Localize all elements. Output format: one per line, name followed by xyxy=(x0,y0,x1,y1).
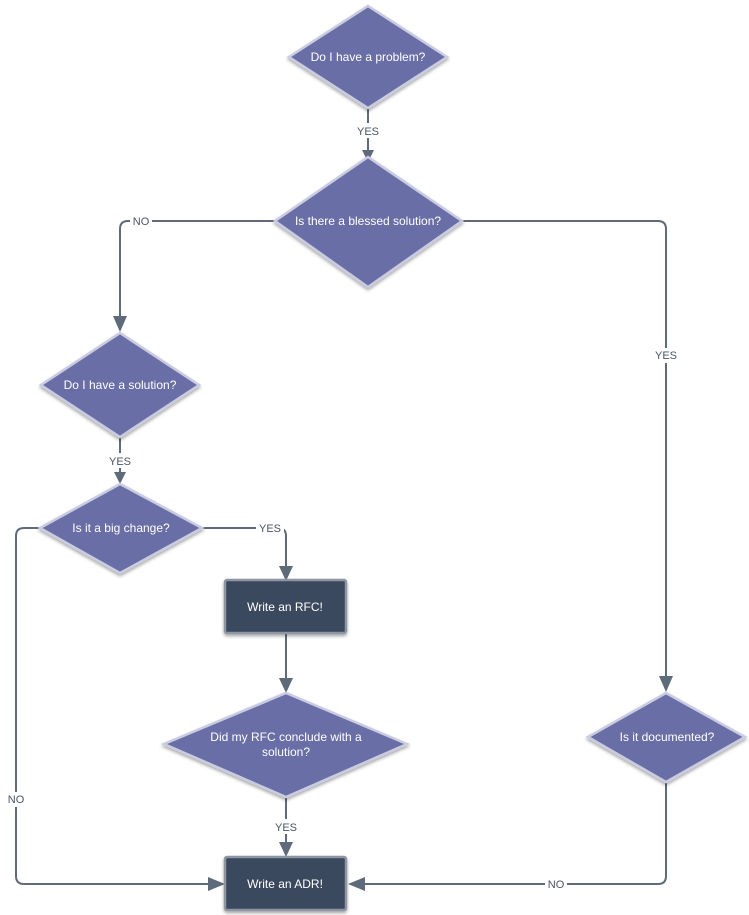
arrowhead xyxy=(348,877,365,891)
node-label-line-2: solution? xyxy=(262,745,310,759)
process-box-shape xyxy=(223,578,348,635)
node-label-line-1: Did my RFC conclude with a xyxy=(210,730,362,744)
nodes: Do I have a problem? Is there a blessed … xyxy=(37,4,748,912)
edge-labels: YES NO YES YES YES NO YES NO xyxy=(5,123,680,892)
process-node-write-rfc[interactable]: Write an RFC! xyxy=(223,578,348,635)
process-box-shape xyxy=(223,855,348,912)
decision-diamond-shape xyxy=(37,482,205,575)
decision-diamond-shape xyxy=(38,331,202,439)
edge-blessed-to-have-solution xyxy=(119,220,275,330)
node-label: Is there a blessed solution? xyxy=(295,214,441,228)
decision-diamond-shape xyxy=(585,691,748,784)
edge-label-blessed-no: NO xyxy=(133,216,150,228)
decision-node-big-change[interactable]: Is it a big change? xyxy=(37,482,205,575)
arrowhead xyxy=(659,676,673,692)
edge-big-change-to-rfc xyxy=(203,527,287,578)
node-label: Do I have a solution? xyxy=(64,378,177,392)
decision-node-problem[interactable]: Do I have a problem? xyxy=(286,4,450,110)
edge-label-blessed-yes: YES xyxy=(655,350,677,362)
process-node-write-adr[interactable]: Write an ADR! xyxy=(223,855,348,912)
node-label: Do I have a problem? xyxy=(311,50,426,64)
edge-documented-to-adr xyxy=(352,782,667,885)
arrowhead xyxy=(113,316,127,332)
edge-label-problem-yes: YES xyxy=(357,126,379,138)
decision-node-documented[interactable]: Is it documented? xyxy=(585,691,748,784)
node-label: Is it documented? xyxy=(620,730,715,744)
arrowhead xyxy=(114,472,126,484)
edges xyxy=(15,108,673,891)
edge-blessed-to-documented xyxy=(462,220,667,690)
node-label: Write an ADR! xyxy=(247,877,323,891)
edge-big-change-to-adr xyxy=(15,527,222,885)
edge-label-big-change-no: NO xyxy=(8,794,25,806)
decision-diamond-shape xyxy=(286,4,450,110)
arrowhead xyxy=(279,678,293,693)
node-label: Write an RFC! xyxy=(247,600,323,614)
decision-diamond-shape xyxy=(272,155,465,289)
arrowhead xyxy=(208,877,225,891)
decision-node-have-solution[interactable]: Do I have a solution? xyxy=(38,331,202,439)
arrowhead xyxy=(279,842,293,857)
edge-label-big-change-yes: YES xyxy=(259,523,281,535)
edge-label-documented-no: NO xyxy=(548,879,565,891)
arrowhead xyxy=(279,566,293,581)
edge-label-conclude-yes: YES xyxy=(275,822,297,834)
decision-diamond-shape xyxy=(160,691,411,799)
decision-node-rfc-conclude[interactable]: Did my RFC conclude with a solution? xyxy=(160,691,411,799)
edge-label-have-solution-yes: YES xyxy=(109,456,131,468)
decision-node-blessed-solution[interactable]: Is there a blessed solution? xyxy=(272,155,465,289)
node-label: Is it a big change? xyxy=(72,521,170,535)
